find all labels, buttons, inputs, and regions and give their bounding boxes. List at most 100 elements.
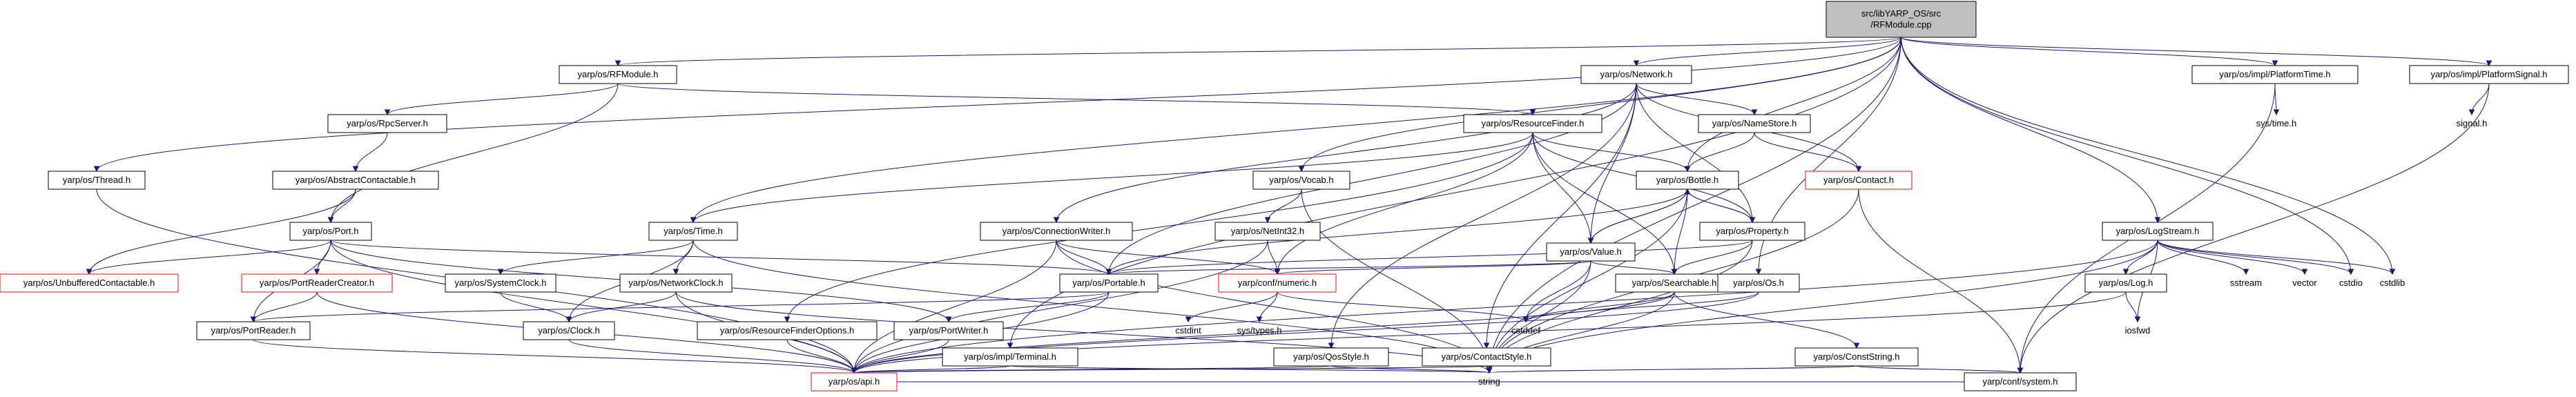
node-bottle_h[interactable]: yarp/os/Bottle.h (1636, 171, 1739, 190)
arrowhead-root-to-platformsignal_h (2486, 60, 2492, 67)
node-box-searchable_h (1615, 273, 1734, 293)
node-rpcserver_h[interactable]: yarp/os/RpcServer.h (327, 114, 447, 133)
node-label-signal_h: signal.h (2457, 118, 2488, 128)
node-box-netint32_h (1214, 222, 1321, 241)
node-qosstyle_h[interactable]: yarp/os/QosStyle.h (1273, 347, 1389, 367)
node-label-value_h: yarp/os/Value.h (1560, 246, 1621, 257)
edge-abstractcontactable_h-to-unbuffered_h (88, 188, 356, 275)
node-label-contact_h: yarp/os/Contact.h (1823, 175, 1894, 185)
node-log_h[interactable]: yarp/os/Log.h (2084, 273, 2167, 293)
edge-port_h-to-portable_h (330, 240, 1110, 275)
node-resourcefinderoptions_h[interactable]: yarp/os/ResourceFinderOptions.h (697, 321, 878, 340)
node-property_h[interactable]: yarp/os/Property.h (1699, 222, 1805, 241)
node-portwriter_h[interactable]: yarp/os/PortWriter.h (893, 321, 1004, 340)
node-logstream_h[interactable]: yarp/os/LogStream.h (2102, 222, 2214, 241)
node-label-cstdint: cstdint (1175, 325, 1201, 336)
node-box-system_h (1964, 372, 2077, 391)
node-thread_h[interactable]: yarp/os/Thread.h (48, 171, 146, 190)
node-iosfwd: iosfwd (2125, 325, 2151, 336)
node-conststring_h[interactable]: yarp/os/ConstString.h (1794, 347, 1919, 367)
edge-log_h-to-api_h (853, 291, 2127, 374)
node-clock_h[interactable]: yarp/os/Clock.h (523, 321, 615, 340)
node-network_h[interactable]: yarp/os/Network.h (1580, 65, 1692, 84)
node-terminal_h[interactable]: yarp/os/impl/Terminal.h (942, 347, 1078, 367)
edge-network_h-to-namestore_h (1636, 83, 1755, 115)
node-label-contactstyle_h: yarp/os/ContactStyle.h (1442, 351, 1532, 362)
node-contactstyle_h[interactable]: yarp/os/ContactStyle.h (1422, 347, 1551, 367)
node-api_h[interactable]: yarp/os/api.h (811, 372, 898, 391)
edge-root-to-network_h (1636, 37, 1901, 66)
node-abstractcontactable_h[interactable]: yarp/os/AbstractContactable.h (272, 171, 439, 190)
node-networkclock_h[interactable]: yarp/os/NetworkClock.h (619, 273, 733, 293)
node-box-namestore_h (1698, 114, 1811, 133)
node-cstdlib: cstdlib (2380, 278, 2405, 288)
node-value_h[interactable]: yarp/os/Value.h (1546, 242, 1636, 262)
node-label-numeric_h: yarp/conf/numeric.h (1238, 278, 1317, 288)
arrowhead-os_h-to-cstddef (1522, 316, 1529, 323)
edge-os_h-to-cstddef (1525, 291, 1759, 322)
arrowhead-portable_h-to-portwriter_h (945, 316, 952, 323)
arrowhead-rpcserver_h-to-abstractcontactable_h (352, 166, 359, 173)
edge-value_h-to-numeric_h (1277, 260, 1591, 275)
node-label-logstream_h: yarp/os/LogStream.h (2116, 226, 2200, 236)
edge-contact_h-to-system_h (1858, 188, 2021, 374)
arrowhead-time_h-to-networkclock_h (672, 269, 679, 275)
node-portreader_h[interactable]: yarp/os/PortReader.h (196, 321, 311, 340)
node-namestore_h[interactable]: yarp/os/NameStore.h (1698, 114, 1811, 133)
node-resourcefinder_h[interactable]: yarp/os/ResourceFinder.h (1463, 114, 1602, 133)
node-platformtime_h[interactable]: yarp/os/impl/PlatformTime.h (2191, 65, 2359, 84)
arrowhead-vocab_h-to-netint32_h (1264, 217, 1271, 224)
node-systypes_h: sys/types.h (1237, 325, 1281, 336)
node-os_h[interactable]: yarp/os/Os.h (1717, 273, 1800, 293)
node-label-namestore_h: yarp/os/NameStore.h (1712, 118, 1797, 128)
edge-platformsignal_h-to-system_h (2020, 83, 2490, 374)
node-port_h[interactable]: yarp/os/Port.h (289, 222, 372, 241)
edge-bottle_h-to-portable_h (1108, 188, 1688, 275)
node-connectionwriter_h[interactable]: yarp/os/ConnectionWriter.h (980, 222, 1133, 241)
node-platformsignal_h[interactable]: yarp/os/impl/PlatformSignal.h (2409, 65, 2569, 84)
node-portable_h[interactable]: yarp/os/Portable.h (1059, 273, 1159, 293)
edge-root-to-string (1489, 37, 1901, 374)
node-numeric_h[interactable]: yarp/conf/numeric.h (1218, 273, 1337, 293)
node-rfmodule_h[interactable]: yarp/os/RFModule.h (559, 65, 677, 84)
arrowhead-resourcefinder_h-to-time_h (690, 217, 697, 224)
edge-abstractcontactable_h-to-port_h (330, 188, 356, 223)
edge-portreader_h-to-api_h (253, 339, 855, 374)
arrowhead-conststring_h-to-system_h (2017, 367, 2024, 374)
node-searchable_h[interactable]: yarp/os/Searchable.h (1615, 273, 1734, 293)
edge-port_h-to-api_h (330, 240, 855, 374)
node-netint32_h[interactable]: yarp/os/NetInt32.h (1214, 222, 1321, 241)
arrowhead-logstream_h-to-sstream (2243, 269, 2249, 275)
edge-contactstyle_h-to-api_h (853, 365, 1487, 374)
node-label-cstdio: cstdio (2339, 278, 2363, 288)
node-system_h[interactable]: yarp/conf/system.h (1964, 372, 2077, 391)
node-systemclock_h[interactable]: yarp/os/SystemClock.h (445, 273, 556, 293)
node-vector: vector (2292, 278, 2317, 288)
arrowhead-numeric_h-to-systypes_h (1256, 316, 1263, 323)
node-label-clock_h: yarp/os/Clock.h (538, 325, 600, 336)
arrowhead-rfmodule_h-to-rpcserver_h (384, 109, 391, 116)
node-unbuffered_h[interactable]: yarp/os/UnbufferedContactable.h (0, 273, 179, 293)
edge-rfmodule_h-to-resourcefinder_h (617, 83, 1533, 115)
node-string: string (1478, 376, 1500, 387)
node-time_h[interactable]: yarp/os/Time.h (648, 222, 738, 241)
edge-value_h-to-portable_h (1108, 260, 1591, 275)
edge-network_h-to-contactstyle_h (1486, 83, 1637, 349)
node-box-bottle_h (1636, 171, 1739, 190)
arrowhead-network_h-to-qosstyle_h (1328, 342, 1335, 349)
edge-portable_h-to-portreader_h (253, 291, 1110, 322)
node-label-systypes_h: sys/types.h (1237, 325, 1281, 336)
node-box-log_h (2084, 273, 2167, 293)
node-root[interactable]: src/libYARP_OS/src/RFModule.cpp (1826, 1, 1977, 38)
node-box-rpcserver_h (327, 114, 447, 133)
node-portreadercreator_h[interactable]: yarp/os/PortReaderCreator.h (241, 273, 393, 293)
arrowhead-namestore_h-to-bottle_h (1684, 166, 1691, 173)
edge-systemclock_h-to-clock_h (500, 291, 570, 322)
node-vocab_h[interactable]: yarp/os/Vocab.h (1252, 171, 1350, 190)
node-label-iosfwd: iosfwd (2125, 325, 2151, 336)
node-label-time_h: yarp/os/Time.h (664, 226, 723, 236)
edge-conststring_h-to-string (1489, 365, 1857, 374)
arrowhead-abstractcontactable_h-to-port_h (327, 217, 334, 224)
node-contact_h[interactable]: yarp/os/Contact.h (1805, 171, 1912, 190)
edge-bottle_h-to-searchable_h (1674, 188, 1688, 275)
